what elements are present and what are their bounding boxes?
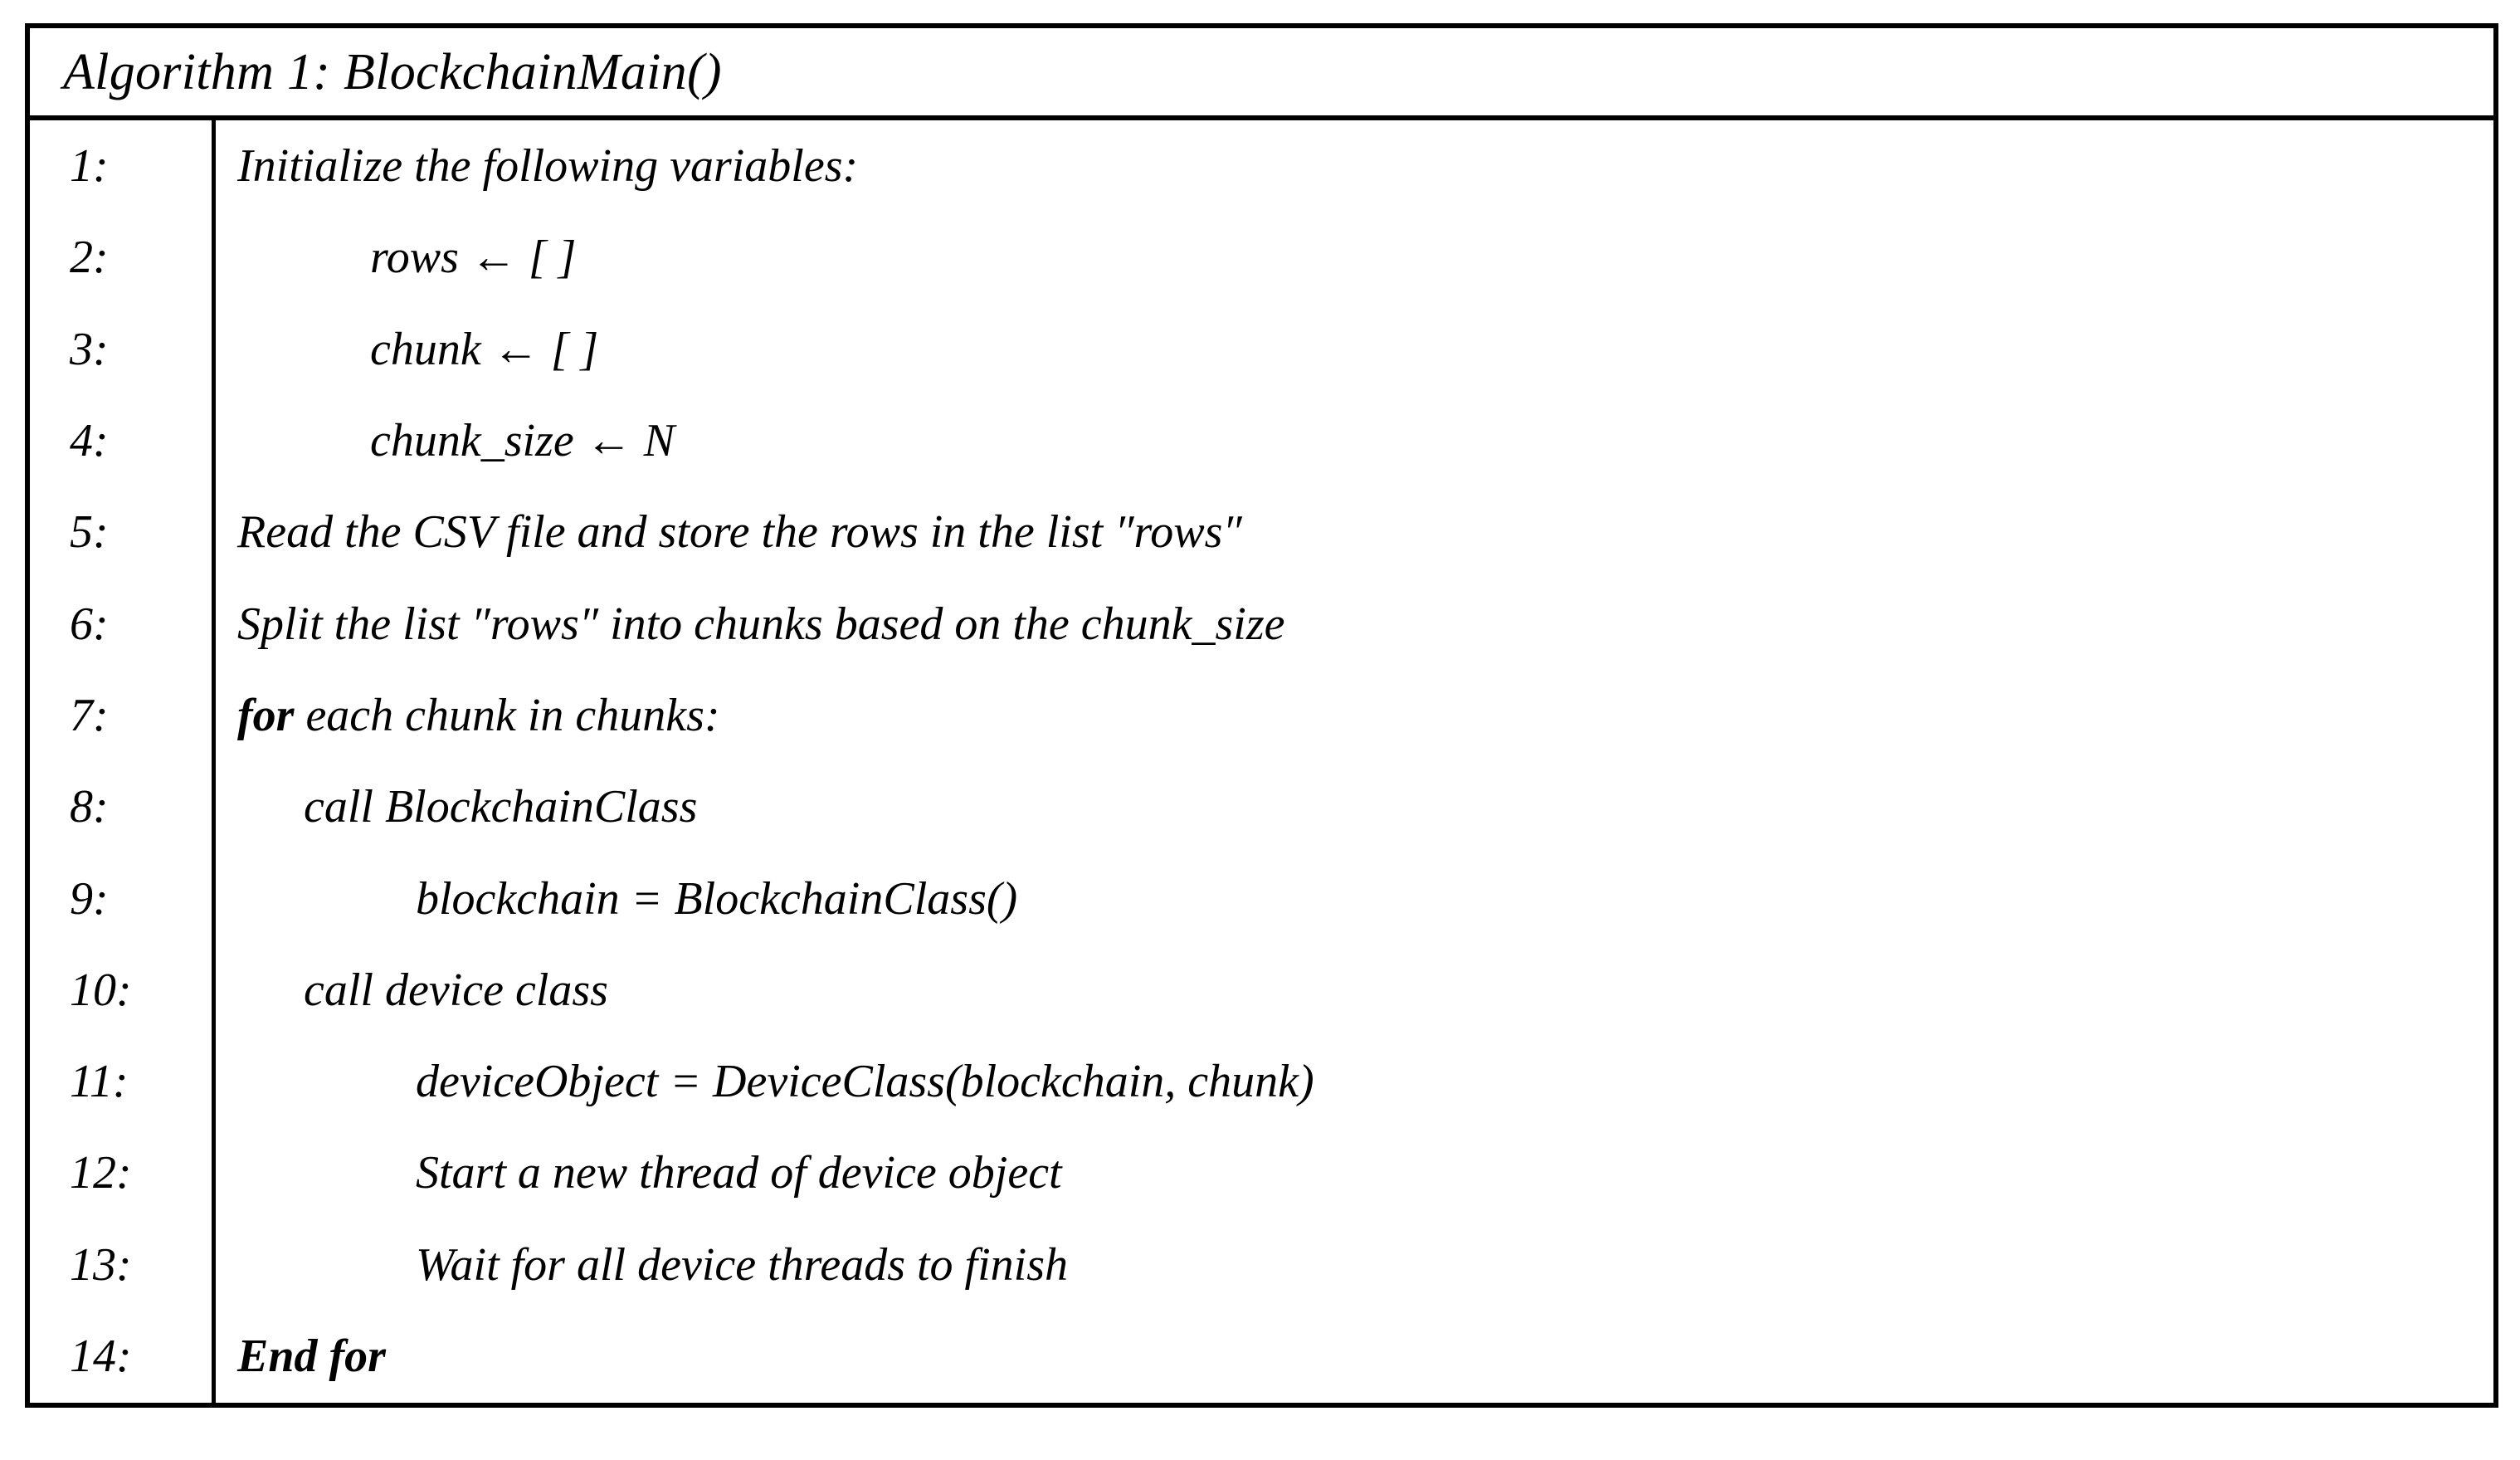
line-number: 6: [70, 598, 109, 650]
algorithm-box: Algorithm 1: BlockchainMain() 1: Initiali… [25, 23, 2498, 1408]
line-number: 5: [70, 506, 109, 559]
line-number: 7: [70, 689, 109, 741]
pseudocode-line: 8: call BlockchainClass [30, 761, 2493, 852]
pseudocode-line: 14: End for [30, 1311, 2493, 1402]
line-text: Read the CSV file and store the rows in … [237, 506, 1242, 559]
line-number: 11: [70, 1056, 129, 1108]
pseudocode-line: 9: blockchain = BlockchainClass() [30, 852, 2493, 944]
line-text: End for [237, 1333, 386, 1379]
pseudocode-line: 7: for each chunk in chunks: [30, 670, 2493, 761]
line-number: 3: [70, 323, 109, 375]
keyword: for [237, 689, 295, 741]
line-text: deviceObject = DeviceClass(blockchain, c… [416, 1056, 1314, 1108]
line-text: for each chunk in chunks: [237, 692, 720, 739]
line-text: Wait for all device threads to finish [416, 1238, 1069, 1291]
line-number: 1: [70, 140, 109, 193]
column-divider [212, 120, 216, 1403]
line-number: 4: [70, 415, 109, 467]
line-text: Start a new thread of device object [416, 1147, 1062, 1199]
line-number: 12: [70, 1147, 132, 1199]
algorithm-pseudocode-body: 1: Initialize the following variables: 2: r… [30, 120, 2493, 1403]
pseudocode-line: 11: deviceObject = DeviceClass(blockchain… [30, 1036, 2493, 1127]
line-number: 14: [70, 1331, 132, 1382]
line-text: call BlockchainClass [304, 781, 698, 833]
line-number: 9: [70, 872, 109, 925]
line-text: rows ← [ ] [370, 232, 577, 284]
pseudocode-line: 13: Wait for all device threads to finish [30, 1219, 2493, 1311]
pseudocode-line: 3: chunk ← [ ] [30, 304, 2493, 395]
line-number: 8: [70, 781, 109, 833]
pseudocode-line: 6: Split the list ″rows″ into chunks base… [30, 578, 2493, 669]
pseudocode-line: 5: Read the CSV file and store the rows i… [30, 486, 2493, 578]
line-text-rest: each chunk in chunks: [294, 689, 720, 741]
pseudocode-line: 12: Start a new thread of device object [30, 1127, 2493, 1218]
line-number: 2: [70, 232, 109, 284]
algorithm-caption-row: Algorithm 1: BlockchainMain() [30, 28, 2493, 120]
pseudocode-line: 4: chunk_size ← N [30, 395, 2493, 486]
line-text: blockchain = BlockchainClass() [416, 872, 1018, 925]
pseudocode-line: 1: Initialize the following variables: [30, 120, 2493, 212]
line-text: chunk ← [ ] [370, 323, 599, 375]
pseudocode-line: 2: rows ← [ ] [30, 212, 2493, 303]
pseudocode-line: 10: call device class [30, 945, 2493, 1036]
line-text: call device class [304, 964, 608, 1016]
algorithm-title: Algorithm 1: BlockchainMain() [63, 43, 722, 100]
line-number: 10: [70, 964, 132, 1016]
keyword: End for [237, 1331, 386, 1382]
line-number: 13: [70, 1238, 132, 1291]
line-text: Split the list ″rows″ into chunks based … [237, 598, 1285, 650]
line-text: Initialize the following variables: [237, 140, 859, 193]
line-text: chunk_size ← N [370, 415, 675, 467]
